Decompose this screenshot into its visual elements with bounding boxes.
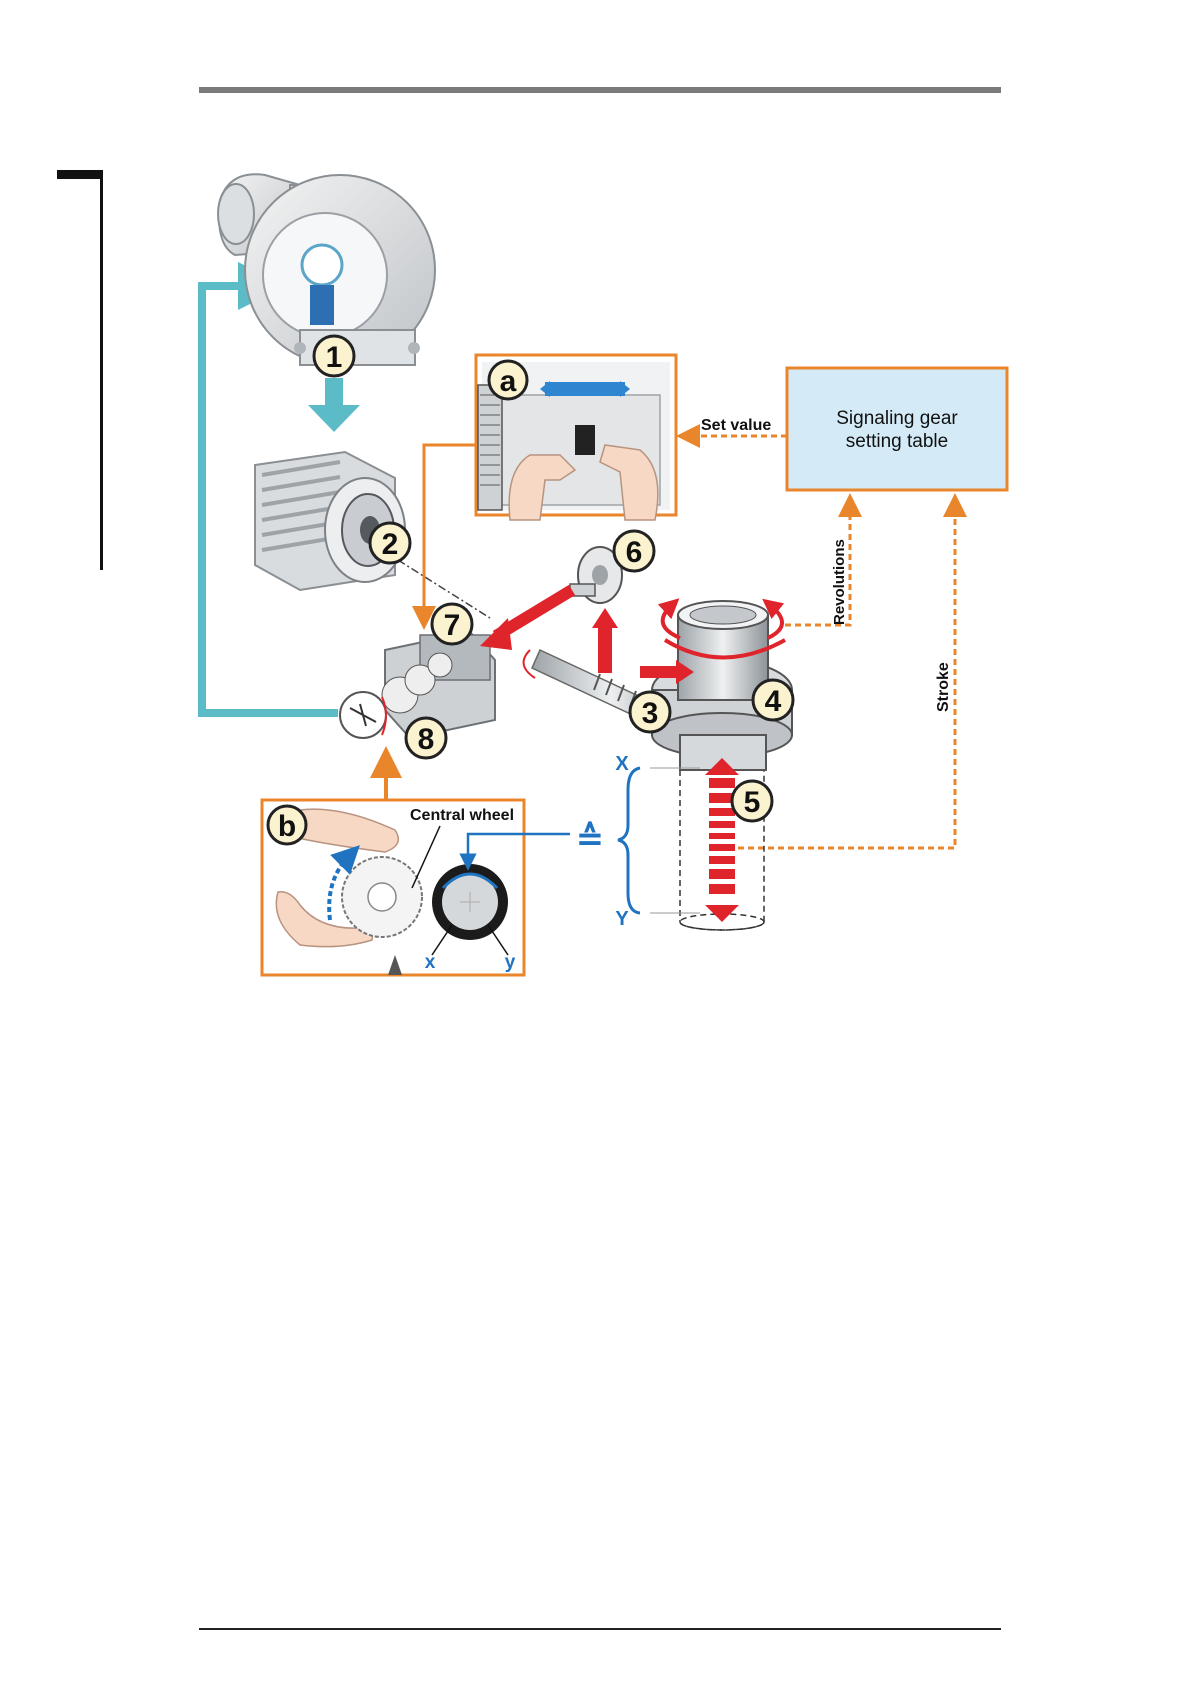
stroke-limit-x: X bbox=[615, 753, 629, 775]
callout-7: 7 bbox=[432, 604, 472, 644]
detail-a-badge: a bbox=[489, 361, 527, 399]
callout-6: 6 bbox=[614, 531, 654, 571]
detail-b-letter: b bbox=[278, 810, 296, 843]
callout-3: 3 bbox=[630, 692, 670, 732]
revolutions-arrow: Revolutions bbox=[785, 505, 850, 625]
callout-4-number: 4 bbox=[765, 685, 782, 718]
callout-1-number: 1 bbox=[326, 341, 343, 374]
worm-gear-illustration bbox=[532, 547, 792, 930]
stroke-limit-y: Y bbox=[615, 908, 629, 930]
central-wheel-label: Central wheel bbox=[410, 807, 514, 824]
callout-1: 1 bbox=[314, 336, 354, 376]
callout-3-number: 3 bbox=[642, 697, 659, 730]
callout-8-number: 8 bbox=[418, 723, 435, 756]
footer-rule bbox=[199, 1628, 1001, 1630]
teal-down-arrow bbox=[308, 378, 360, 432]
stroke-range-bracket: X Y ≙ bbox=[576, 753, 700, 930]
callout-6-number: 6 bbox=[626, 536, 643, 569]
revolutions-label: Revolutions bbox=[831, 539, 848, 625]
motor-illustration bbox=[255, 452, 405, 590]
equivalence-symbol: ≙ bbox=[576, 820, 605, 858]
table-box-line1: Signaling gear bbox=[836, 408, 958, 429]
callout-7-number: 7 bbox=[444, 609, 461, 642]
stroke-label: Stroke bbox=[935, 662, 952, 712]
callout-4: 4 bbox=[753, 680, 793, 720]
dial-mark-x: x bbox=[425, 952, 436, 973]
detail-b-badge: b bbox=[268, 806, 306, 844]
callout-2-number: 2 bbox=[382, 528, 399, 561]
callout-5: 5 bbox=[732, 781, 772, 821]
set-value-label: Set value bbox=[701, 417, 771, 434]
detail-b-panel: x y Central wheel bbox=[262, 800, 570, 975]
callout-5-number: 5 bbox=[744, 786, 761, 819]
callout-2: 2 bbox=[370, 523, 410, 563]
orange-a-to-7-arrow bbox=[424, 445, 476, 618]
dial-mark-y: y bbox=[505, 952, 516, 973]
table-box-line2: setting table bbox=[846, 431, 948, 452]
callout-8: 8 bbox=[406, 718, 446, 758]
set-value-arrow: Set value bbox=[688, 417, 787, 436]
setting-table-box: Signaling gear setting table bbox=[787, 368, 1007, 490]
detail-a-letter: a bbox=[500, 365, 517, 398]
